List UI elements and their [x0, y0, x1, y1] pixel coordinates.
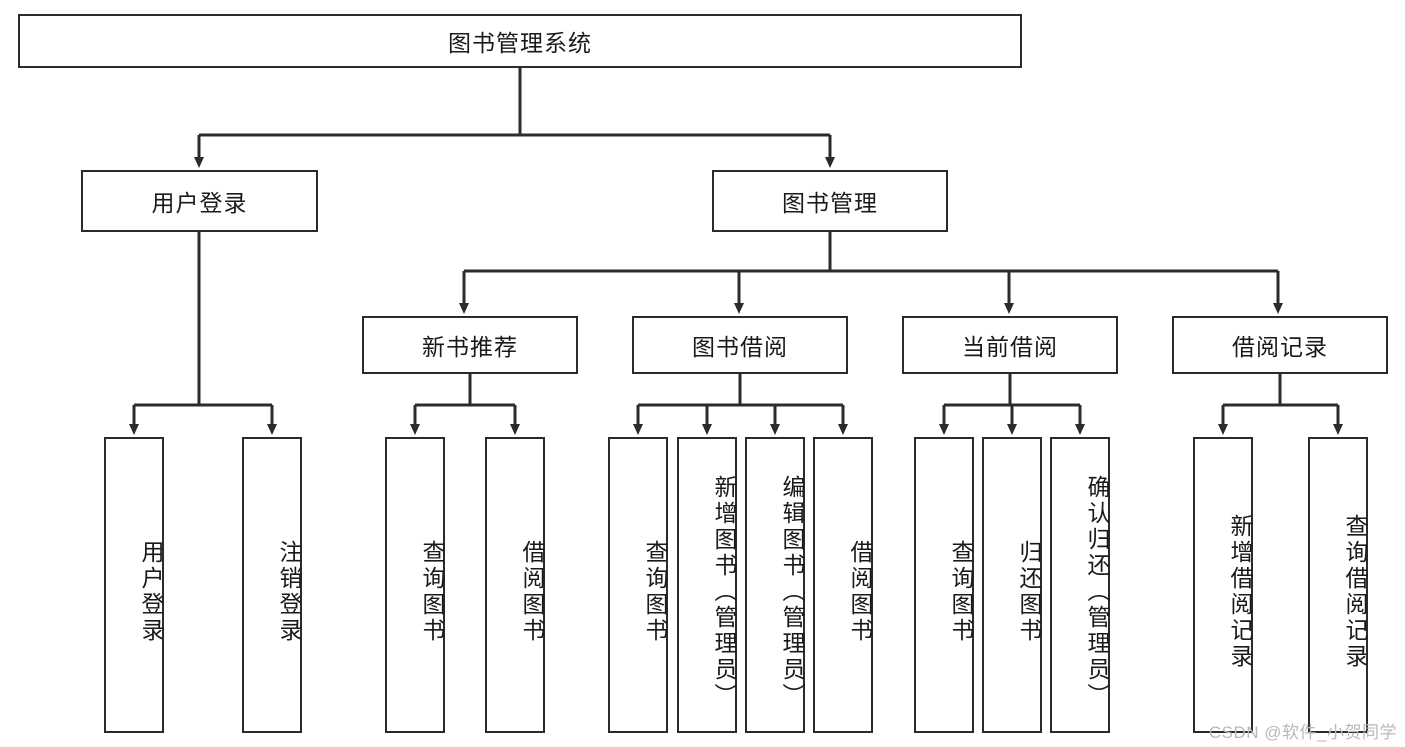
leaf-borrow-book-recommend[interactable]: 借阅图书: [485, 437, 545, 733]
leaf-query-borrow-record[interactable]: 查询借阅记录: [1308, 437, 1368, 733]
node-borrow-record[interactable]: 借阅记录: [1172, 316, 1388, 374]
node-book-borrow[interactable]: 图书借阅: [632, 316, 848, 374]
leaf-user-login[interactable]: 用户登录: [104, 437, 164, 733]
leaf-query-book-recommend[interactable]: 查询图书: [385, 437, 445, 733]
leaf-borrow-book[interactable]: 借阅图书: [813, 437, 873, 733]
leaf-confirm-return-admin[interactable]: 确认归还（管理员）: [1050, 437, 1110, 733]
node-current-borrow[interactable]: 当前借阅: [902, 316, 1118, 374]
leaf-query-book-borrow[interactable]: 查询图书: [608, 437, 668, 733]
node-book-management-group[interactable]: 图书管理: [712, 170, 948, 232]
leaf-logout[interactable]: 注销登录: [242, 437, 302, 733]
leaf-query-book-current[interactable]: 查询图书: [914, 437, 974, 733]
leaf-add-borrow-record[interactable]: 新增借阅记录: [1193, 437, 1253, 733]
node-root[interactable]: 图书管理系统: [18, 14, 1022, 68]
node-user-login-group[interactable]: 用户登录: [81, 170, 318, 232]
leaf-edit-book-admin[interactable]: 编辑图书（管理员）: [745, 437, 805, 733]
leaf-return-book[interactable]: 归还图书: [982, 437, 1042, 733]
node-new-book-recommend[interactable]: 新书推荐: [362, 316, 578, 374]
leaf-add-book-admin[interactable]: 新增图书（管理员）: [677, 437, 737, 733]
